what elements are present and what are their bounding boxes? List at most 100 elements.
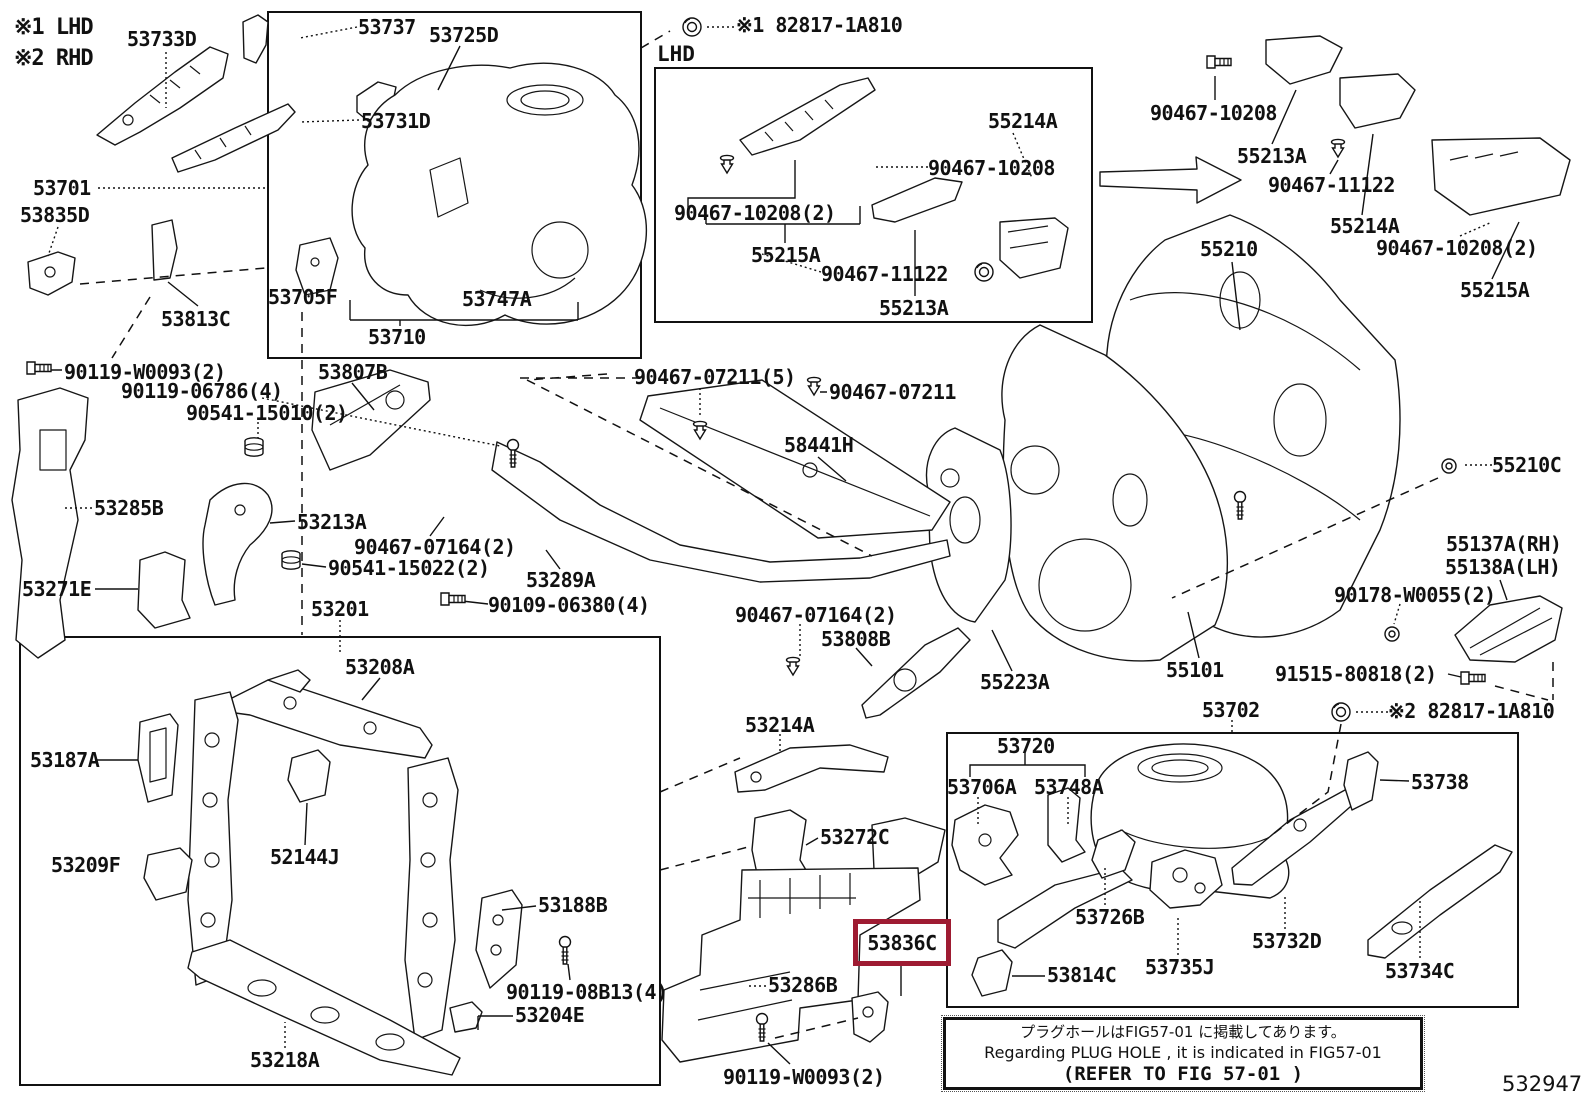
right-arrow-icon	[1099, 156, 1242, 204]
part-label: 53187A	[30, 748, 100, 772]
part-label: 53710	[368, 325, 426, 349]
group-dash-panels	[925, 214, 1563, 663]
group-boxes	[19, 11, 1519, 1086]
part-label: 90467-11122	[821, 262, 948, 286]
part-label: 53813C	[161, 307, 231, 331]
part-label: 53213A	[297, 510, 367, 534]
part-label: 90467-11122	[1268, 173, 1395, 197]
part-label: 52144J	[270, 845, 340, 869]
cushion-icon	[244, 437, 264, 457]
part-label: 90541-15010(2)	[186, 401, 348, 425]
part-label: 58441H	[784, 433, 854, 457]
part-label: 90467-10208(2)	[1376, 236, 1538, 260]
group-parts-bottom-right-box	[951, 743, 1513, 997]
part-label: 55138A(LH)	[1445, 555, 1561, 579]
clip-icon	[806, 376, 822, 396]
part-label: 53734C	[1385, 959, 1455, 983]
part-label: 55223A	[980, 670, 1050, 694]
part-label: ※1 82817-1A810	[736, 13, 903, 37]
part-label: 90119-W0093(2)	[64, 360, 226, 384]
bolt-icon	[26, 361, 52, 375]
part-label: 55215A	[751, 243, 821, 267]
bolt-icon	[1206, 55, 1232, 69]
part-label: 53702	[1202, 698, 1260, 722]
bolt-icon	[1460, 671, 1486, 685]
grommet-icon	[974, 262, 994, 282]
screw-icon	[558, 935, 572, 965]
part-label: 55215A	[1460, 278, 1530, 302]
part-label: 53731D	[361, 109, 431, 133]
group-parts-top-left	[27, 14, 648, 327]
cushion-icon	[281, 550, 301, 570]
part-label: 53218A	[250, 1048, 320, 1072]
part-label: 90119-W0093(2)	[723, 1065, 885, 1089]
part-label: 53214A	[745, 713, 815, 737]
part-label: 53732D	[1252, 929, 1322, 953]
part-label: 53814C	[1047, 963, 1117, 987]
part-label: 53706A	[947, 775, 1017, 799]
clip-icon	[1330, 138, 1346, 158]
part-label: 53733D	[127, 27, 197, 51]
group-leader-lines	[50, 45, 1520, 1065]
part-label: 91515-80818(2)	[1275, 662, 1437, 686]
part-label: 53835D	[20, 203, 90, 227]
part-label: 53808B	[821, 627, 891, 651]
nut-icon	[1384, 626, 1400, 642]
part-label: 53726B	[1075, 905, 1145, 929]
part-label: 53701	[33, 176, 91, 200]
part-label: 53705F	[268, 285, 338, 309]
highlighted-part-number: 53836C	[867, 930, 937, 955]
part-label: 53738	[1411, 770, 1469, 794]
part-label: 53272C	[820, 825, 890, 849]
nut-icon	[1441, 458, 1457, 474]
part-label: 55210C	[1492, 453, 1562, 477]
part-label: 53807B	[318, 360, 388, 384]
group-parts-rhd	[1265, 35, 1571, 216]
part-label: 53289A	[526, 568, 596, 592]
part-label: 53747A	[462, 287, 532, 311]
part-label: 90467-07164(2)	[354, 535, 516, 559]
group-parts-bottom-left-box	[137, 669, 523, 1076]
highlighted-part-box: 53836C	[853, 919, 951, 966]
clip-icon	[719, 154, 735, 174]
part-label: 53748A	[1034, 775, 1104, 799]
part-label: 53204E	[515, 1003, 585, 1027]
part-label: 53725D	[429, 23, 499, 47]
group-dotted-leaders	[47, 26, 1493, 1048]
part-label: 53737	[358, 15, 416, 39]
legend-rhd: ※2 RHD	[14, 46, 94, 71]
lhd-box-tag: LHD	[657, 42, 695, 66]
part-label: 90541-15022(2)	[328, 556, 490, 580]
part-label: 55214A	[988, 109, 1058, 133]
part-label: 90109-06380(4)	[488, 593, 650, 617]
part-label: 55213A	[879, 296, 949, 320]
part-label: 90178-W0055(2)	[1334, 583, 1496, 607]
figure-number: 532947	[1502, 1072, 1583, 1096]
clip-icon	[785, 656, 801, 676]
group-parts-middle	[11, 369, 971, 1063]
plug-hole-note: プラグホールはFIG57-01 に掲載してあります。 Regarding PLU…	[941, 1015, 1425, 1092]
bolt-icon	[440, 592, 466, 606]
legend-lhd: ※1 LHD	[14, 15, 94, 40]
part-label: 90467-10208	[928, 156, 1055, 180]
part-label: 90467-10208(2)	[674, 201, 836, 225]
part-label: 55213A	[1237, 144, 1307, 168]
part-label: 53286B	[768, 973, 838, 997]
part-label: 55214A	[1330, 214, 1400, 238]
part-label: 53720	[997, 734, 1055, 758]
part-label: 53285B	[94, 496, 164, 520]
part-label: ※2 82817-1A810	[1388, 699, 1555, 723]
grommet-icon	[682, 17, 702, 37]
part-label: 90467-07164(2)	[735, 603, 897, 627]
part-label: 90467-10208	[1150, 101, 1277, 125]
note-reference: (REFER TO FIG 57-01 )	[1062, 1062, 1304, 1085]
part-label: 90467-07211	[829, 380, 956, 404]
grommet-icon	[1331, 702, 1351, 722]
group-dashed-lines	[79, 30, 1554, 1039]
part-label: 53271E	[22, 577, 92, 601]
part-label: 53188B	[538, 893, 608, 917]
part-label: 55101	[1166, 658, 1224, 682]
part-label: 53209F	[51, 853, 121, 877]
